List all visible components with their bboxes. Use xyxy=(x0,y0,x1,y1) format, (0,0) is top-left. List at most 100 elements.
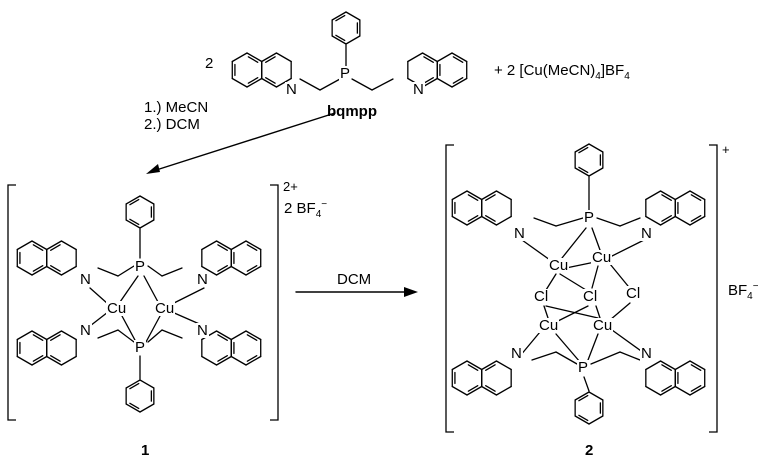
quinoline-1d-benzo-ring xyxy=(245,330,262,341)
bond xyxy=(161,329,183,339)
phenyl-ring-top xyxy=(345,11,361,21)
double-bond xyxy=(217,265,228,272)
quinoline-2c-pyridine-ring xyxy=(495,360,512,371)
quinoline-1b-pyridine-ring xyxy=(201,240,218,251)
quinoline-1d-pyridine-ring xyxy=(215,355,232,366)
phenyl-ring-1a xyxy=(139,219,155,229)
double-bond xyxy=(129,218,140,226)
quinoline-1a-benzo-ring xyxy=(31,265,48,276)
double-bond xyxy=(578,166,589,174)
atom-label-n: N xyxy=(510,345,523,362)
bond xyxy=(371,78,394,91)
cl-cu-bond xyxy=(545,305,599,319)
phenyl-ring-2b xyxy=(588,415,604,425)
double-bond xyxy=(217,355,228,362)
quinoline-1d-benzo-ring xyxy=(245,355,262,366)
cu-cl-bond xyxy=(545,273,557,291)
quinoline-left-top-pyridine-ring xyxy=(275,52,292,63)
n-cu-bond xyxy=(519,331,541,357)
quinoline-2d-benzo-ring xyxy=(689,385,706,396)
bond xyxy=(147,265,163,277)
quinoline-2c-pyridine-ring xyxy=(481,385,498,396)
bond xyxy=(531,351,557,361)
atom-label-n: N xyxy=(196,322,209,339)
quinoline-1d-pyridine-ring xyxy=(215,330,232,341)
double-bond xyxy=(50,355,61,362)
quinoline-2d-pyridine-ring xyxy=(659,385,676,396)
ch2-bond xyxy=(351,78,373,91)
quinoline-2a-benzo-ring xyxy=(451,190,468,201)
atom-label-cl: Cl xyxy=(625,285,642,302)
double-bond xyxy=(452,77,464,84)
quinoline-2b-benzo-ring xyxy=(674,190,691,201)
quinoline-2a-pyridine-ring xyxy=(481,190,498,201)
double-bond xyxy=(690,215,702,222)
quinoline-1d-benzo-ring xyxy=(230,355,247,366)
atom-label-cu: Cu xyxy=(592,317,614,334)
quinoline-2d-pyridine-ring xyxy=(645,385,662,396)
double-bond xyxy=(423,56,434,63)
quinoline-1d-benzo-ring xyxy=(230,330,247,341)
double-bond xyxy=(578,394,589,402)
quinoline-1a-pyridine-ring xyxy=(46,265,63,276)
double-bond xyxy=(467,215,479,222)
cu-cu-bond xyxy=(565,261,596,269)
copper-reagent: + 2 [Cu(MeCN)4]BF4 xyxy=(494,62,630,82)
quinoline-2b-pyridine-ring xyxy=(645,190,662,201)
double-bond xyxy=(246,334,258,341)
quinoline-right-top-benzo-ring xyxy=(451,77,468,88)
ch2-bond xyxy=(299,78,321,91)
cu-cl-bond xyxy=(559,273,587,291)
quinoline-2a-pyridine-ring xyxy=(495,190,512,201)
cl-cu-bond xyxy=(595,305,601,319)
double-bond xyxy=(423,77,434,84)
double-bond xyxy=(467,364,479,371)
arrow-label-dcm: DCM xyxy=(337,271,372,288)
cu-p-bond xyxy=(587,333,599,361)
quinoline-2a-benzo-ring xyxy=(466,190,483,201)
quinoline-left-top-benzo-ring xyxy=(231,52,248,63)
quinoline-right-top-pyridine-ring xyxy=(421,52,438,63)
atom-label-cu: Cu xyxy=(154,300,176,317)
atom-label-p: P xyxy=(134,258,147,275)
phenyl-ring-1a xyxy=(139,195,155,205)
double-bond xyxy=(246,265,258,272)
cu-cl-bond xyxy=(591,265,599,289)
double-bond xyxy=(50,334,61,341)
double-bond xyxy=(335,34,346,42)
p-cu-bond xyxy=(143,275,159,303)
bracket-left-2 xyxy=(445,144,454,433)
bond xyxy=(619,217,641,227)
double-bond xyxy=(217,244,228,251)
quinoline-2a-benzo-ring xyxy=(451,215,468,226)
double-bond xyxy=(129,402,140,410)
atom-label-p: P xyxy=(134,339,147,356)
double-bond xyxy=(32,334,44,341)
quinoline-left-top-benzo-ring xyxy=(246,77,263,88)
bond xyxy=(147,329,163,343)
double-bond xyxy=(578,414,589,422)
condition-step-1: 1.) MeCN xyxy=(144,99,209,116)
n-cu-bond xyxy=(89,287,109,305)
quinoline-2b-benzo-ring xyxy=(689,215,706,226)
phenyl-ring-top xyxy=(331,11,347,21)
double-bond xyxy=(265,56,276,63)
quinoline-right-top-benzo-ring xyxy=(451,52,468,63)
phenyl-ring-1a xyxy=(125,195,141,205)
quinoline-left-top-pyridine-ring xyxy=(275,77,292,88)
quinoline-2c-benzo-ring xyxy=(451,385,468,396)
double-bond xyxy=(452,56,464,63)
quinoline-2c-benzo-ring xyxy=(466,360,483,371)
phenyl-ring-2a xyxy=(588,143,604,153)
atom-label-cu: Cu xyxy=(538,317,560,334)
quinoline-right-top-benzo-ring xyxy=(436,52,453,63)
phenyl-ring-1b xyxy=(139,379,155,389)
phenyl-ring-1b xyxy=(139,403,155,413)
double-bond xyxy=(247,77,259,84)
quinoline-right-top-benzo-ring xyxy=(436,77,453,88)
quinoline-1b-pyridine-ring xyxy=(201,265,218,276)
quinoline-1c-benzo-ring xyxy=(31,330,48,341)
double-bond xyxy=(129,198,140,206)
reaction-arrow-1-head xyxy=(146,164,160,174)
